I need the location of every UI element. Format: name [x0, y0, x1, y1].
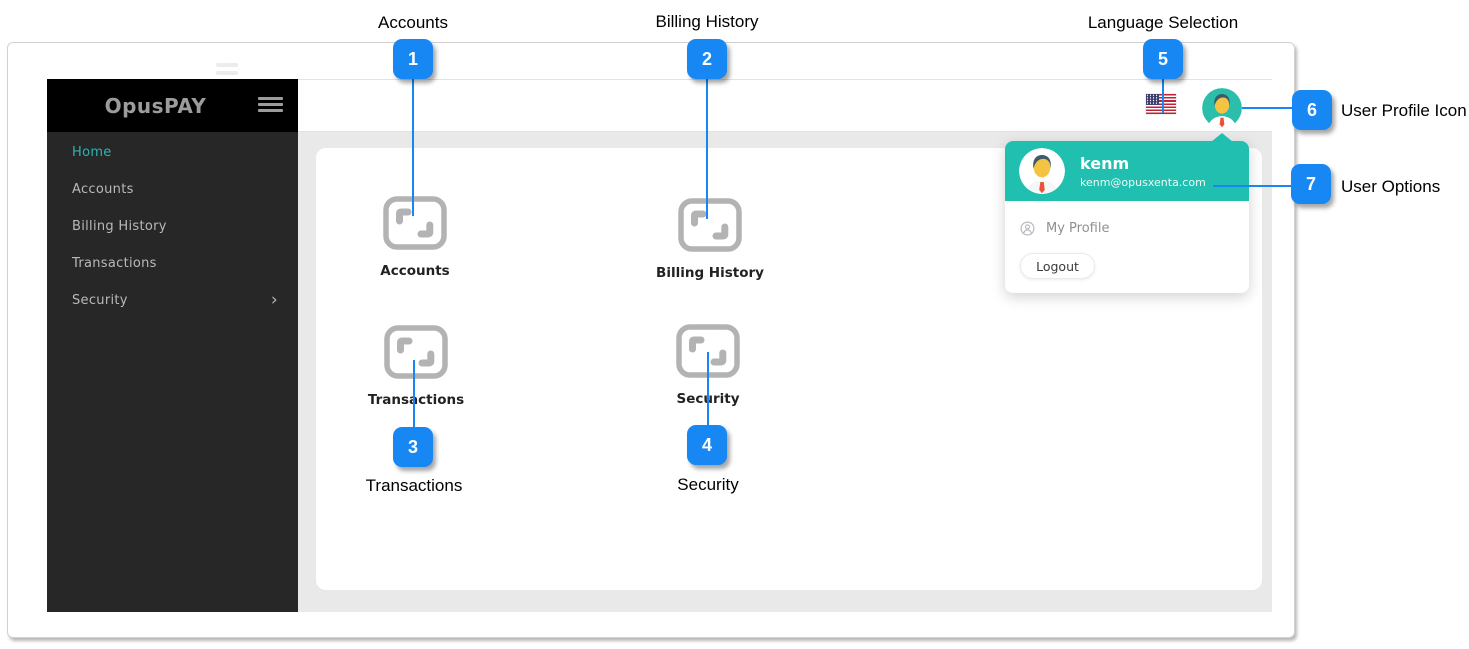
user-circle-icon [1020, 221, 1035, 236]
callout-line-5 [1162, 79, 1164, 113]
user-card: kenm kenm@opusxenta.com [1005, 141, 1249, 201]
callout-line-2 [706, 78, 708, 219]
placeholder-tile-icon [383, 196, 447, 250]
tile-label: Transactions [367, 392, 465, 408]
callout-badge-5: 5 [1143, 39, 1183, 79]
placeholder-tile-icon [678, 198, 742, 252]
callout-badge-6: 6 [1292, 90, 1332, 130]
callout-line-3 [413, 360, 415, 427]
sidebar-item-transactions[interactable]: Transactions [72, 256, 157, 271]
top-navbar [298, 79, 1272, 132]
chevron-right-icon: › [270, 290, 278, 310]
hamburger-menu-icon[interactable] [258, 97, 283, 115]
tile-billing-history[interactable]: Billing History [610, 198, 810, 281]
logout-button[interactable]: Logout [1020, 253, 1095, 279]
sidebar-item-accounts[interactable]: Accounts [72, 182, 134, 197]
sidebar-item-home[interactable]: Home [72, 145, 112, 160]
callout-label-user-profile-icon: User Profile Icon [1341, 101, 1467, 120]
user-avatar-icon [1019, 148, 1065, 194]
callout-line-1 [412, 79, 414, 216]
callout-label-transactions: Transactions [365, 476, 463, 495]
callout-label-billing-history: Billing History [655, 12, 759, 31]
callout-label-language-selection: Language Selection [1087, 13, 1239, 32]
sidebar-item-billing-history[interactable]: Billing History [72, 219, 167, 234]
app-logo: OpusPAY [104, 93, 207, 118]
tile-transactions[interactable]: Transactions [316, 325, 516, 408]
user-email: kenm@opusxenta.com [1080, 175, 1206, 189]
user-options-dropdown: kenm kenm@opusxenta.com My Profile Logou… [1005, 141, 1249, 293]
callout-label-user-options: User Options [1341, 177, 1441, 196]
cropped-hamburger-artifact-icon [216, 63, 238, 79]
my-profile-label: My Profile [1046, 221, 1110, 236]
sidebar-header: OpusPAY [47, 79, 298, 132]
callout-badge-4: 4 [687, 425, 727, 465]
dropdown-notch [1211, 133, 1233, 142]
callout-label-accounts: Accounts [378, 13, 448, 32]
callout-badge-7: 7 [1291, 164, 1331, 204]
placeholder-tile-icon [384, 325, 448, 379]
us-flag-icon[interactable] [1146, 94, 1176, 114]
my-profile-item[interactable]: My Profile [1020, 221, 1249, 236]
callout-line-6 [1242, 107, 1292, 109]
user-name: kenm [1080, 153, 1130, 173]
sidebar-nav: Home Accounts Billing History Transactio… [47, 132, 298, 319]
callout-line-7 [1213, 185, 1291, 187]
tile-label: Accounts [380, 263, 450, 279]
callout-line-4 [707, 352, 709, 425]
tile-label: Billing History [656, 265, 764, 281]
sidebar-item-security[interactable]: Security › [72, 290, 278, 310]
callout-badge-2: 2 [687, 39, 727, 79]
callout-label-security: Security [677, 475, 739, 494]
callout-badge-1: 1 [393, 39, 433, 79]
user-avatar-icon[interactable] [1202, 88, 1242, 128]
sidebar: OpusPAY Home Accounts Billing History Tr… [47, 79, 298, 612]
tile-accounts[interactable]: Accounts [315, 196, 515, 279]
flag-canton [1146, 94, 1159, 105]
callout-badge-3: 3 [393, 427, 433, 467]
